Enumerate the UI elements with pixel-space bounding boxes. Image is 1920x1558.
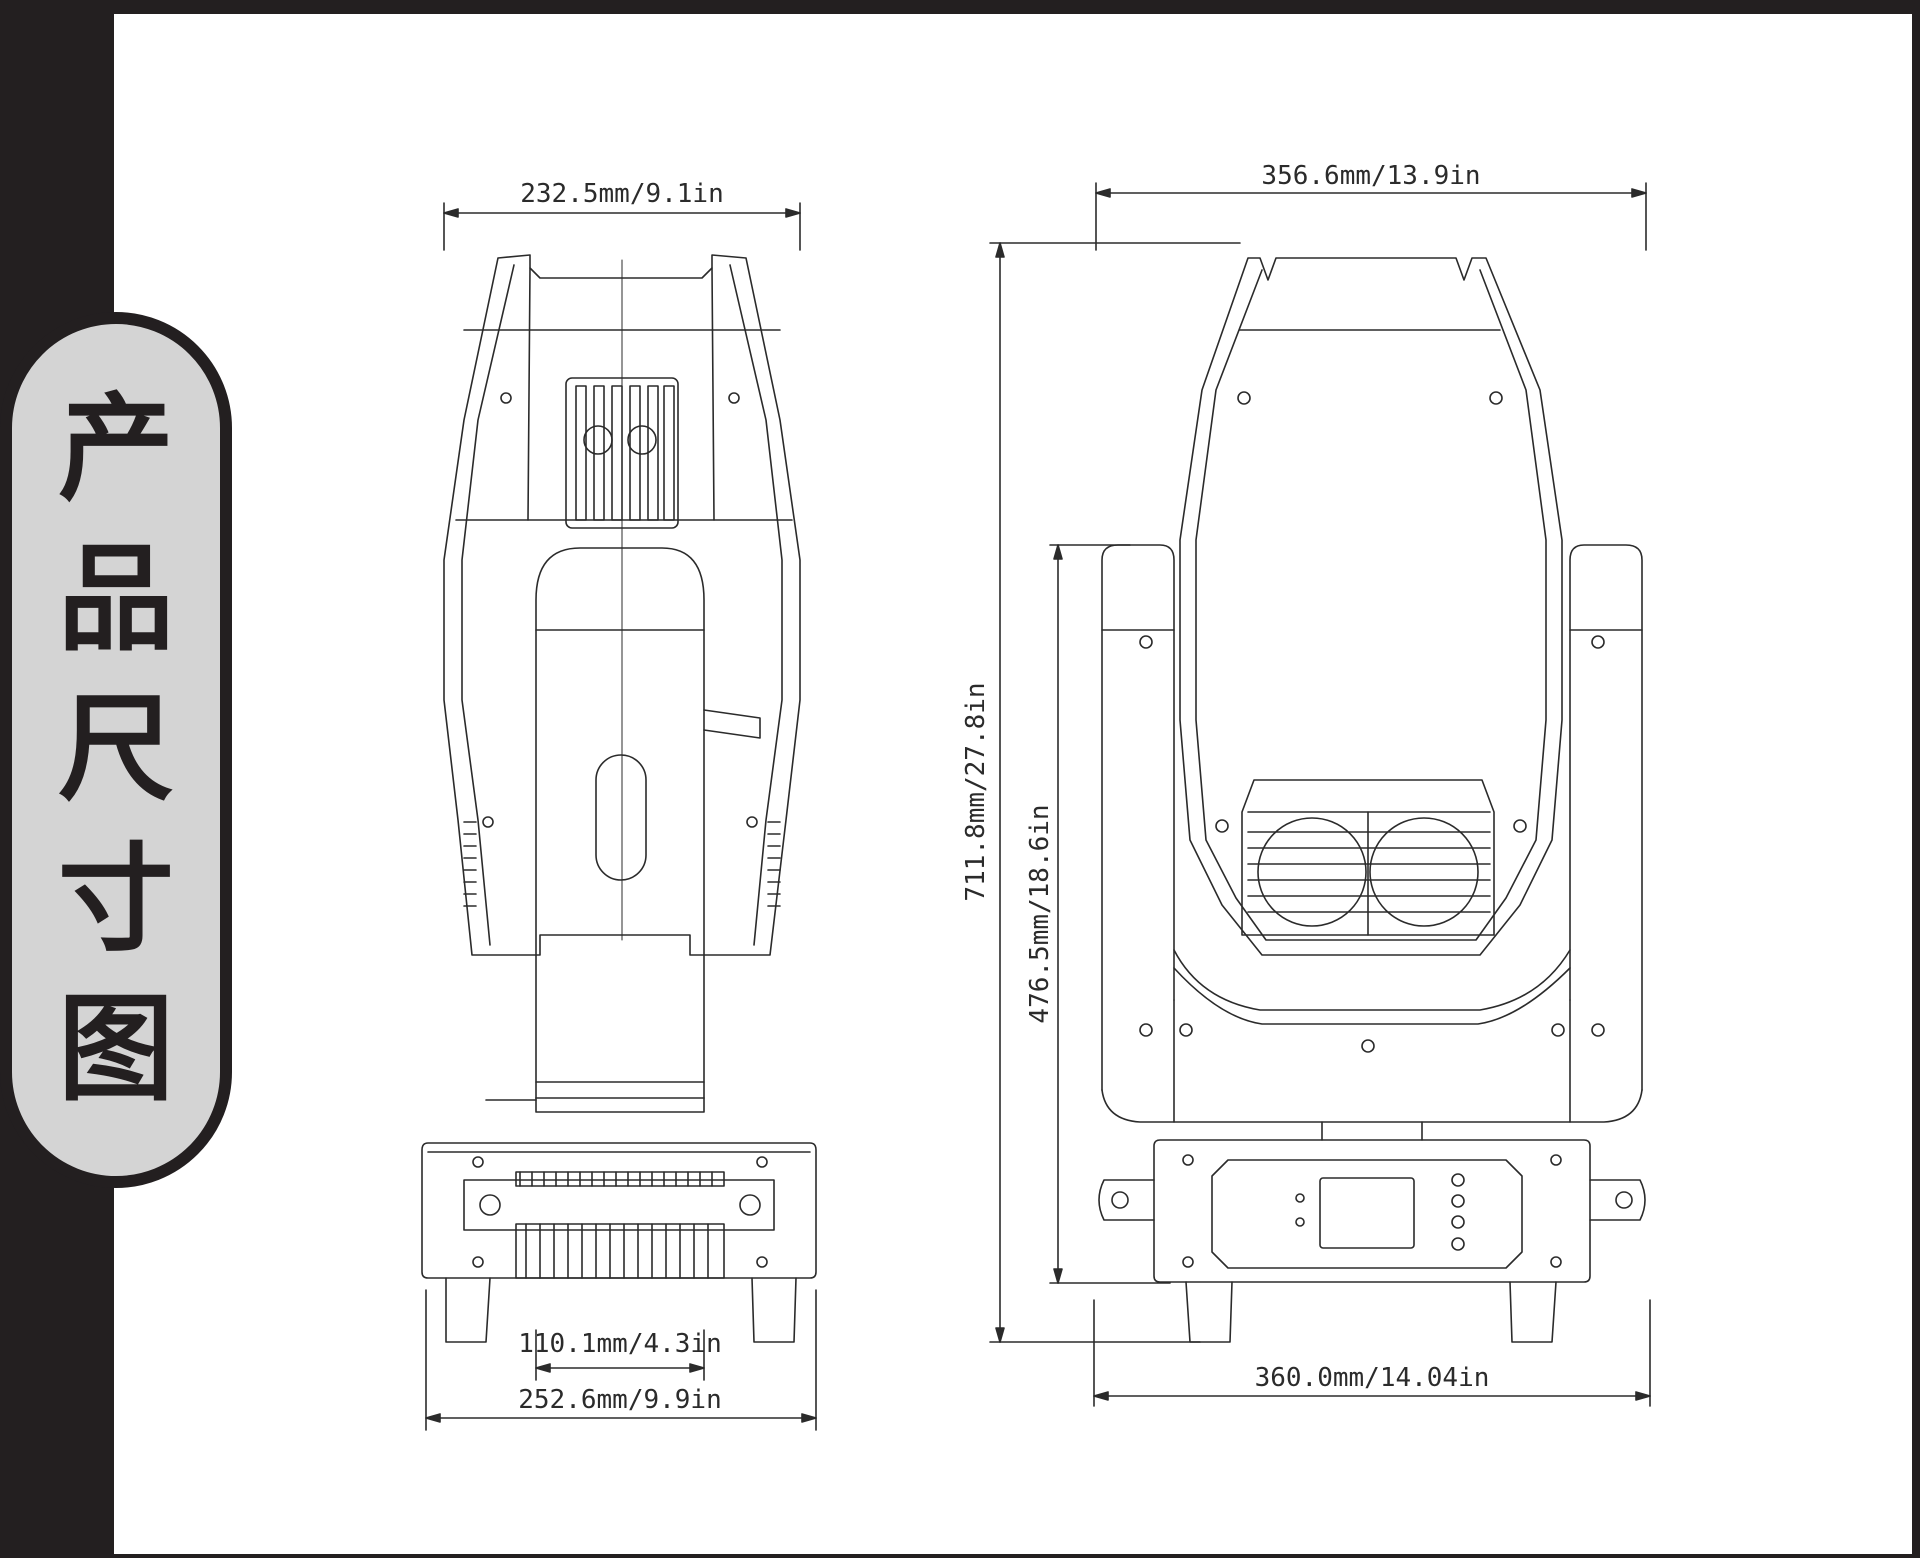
side-view [421,202,817,1431]
front-base-width-label: 360.0mm/14.04in [1255,1363,1490,1393]
title-char-5: 图 [58,982,174,1117]
side-base-inner-label: 110.1mm/4.3in [518,1329,722,1359]
title-char-3: 尺 [58,682,174,817]
side-top-width-label: 232.5mm/9.1in [520,179,724,209]
front-total-height-label: 711.8mm/27.8in [961,682,991,901]
title-tab: 产 品 尺 寸 图 [0,312,232,1188]
side-base-width-label: 252.6mm/9.9in [518,1385,722,1415]
title-char-4: 寸 [58,832,174,967]
front-view [989,182,1651,1407]
front-top-width-label: 356.6mm/13.9in [1261,161,1480,191]
title-char-1: 产 [58,382,174,517]
drawing-sheet [114,14,1912,1554]
title-char-2: 品 [58,532,174,667]
front-arm-height-label: 476.5mm/18.6in [1025,804,1055,1023]
